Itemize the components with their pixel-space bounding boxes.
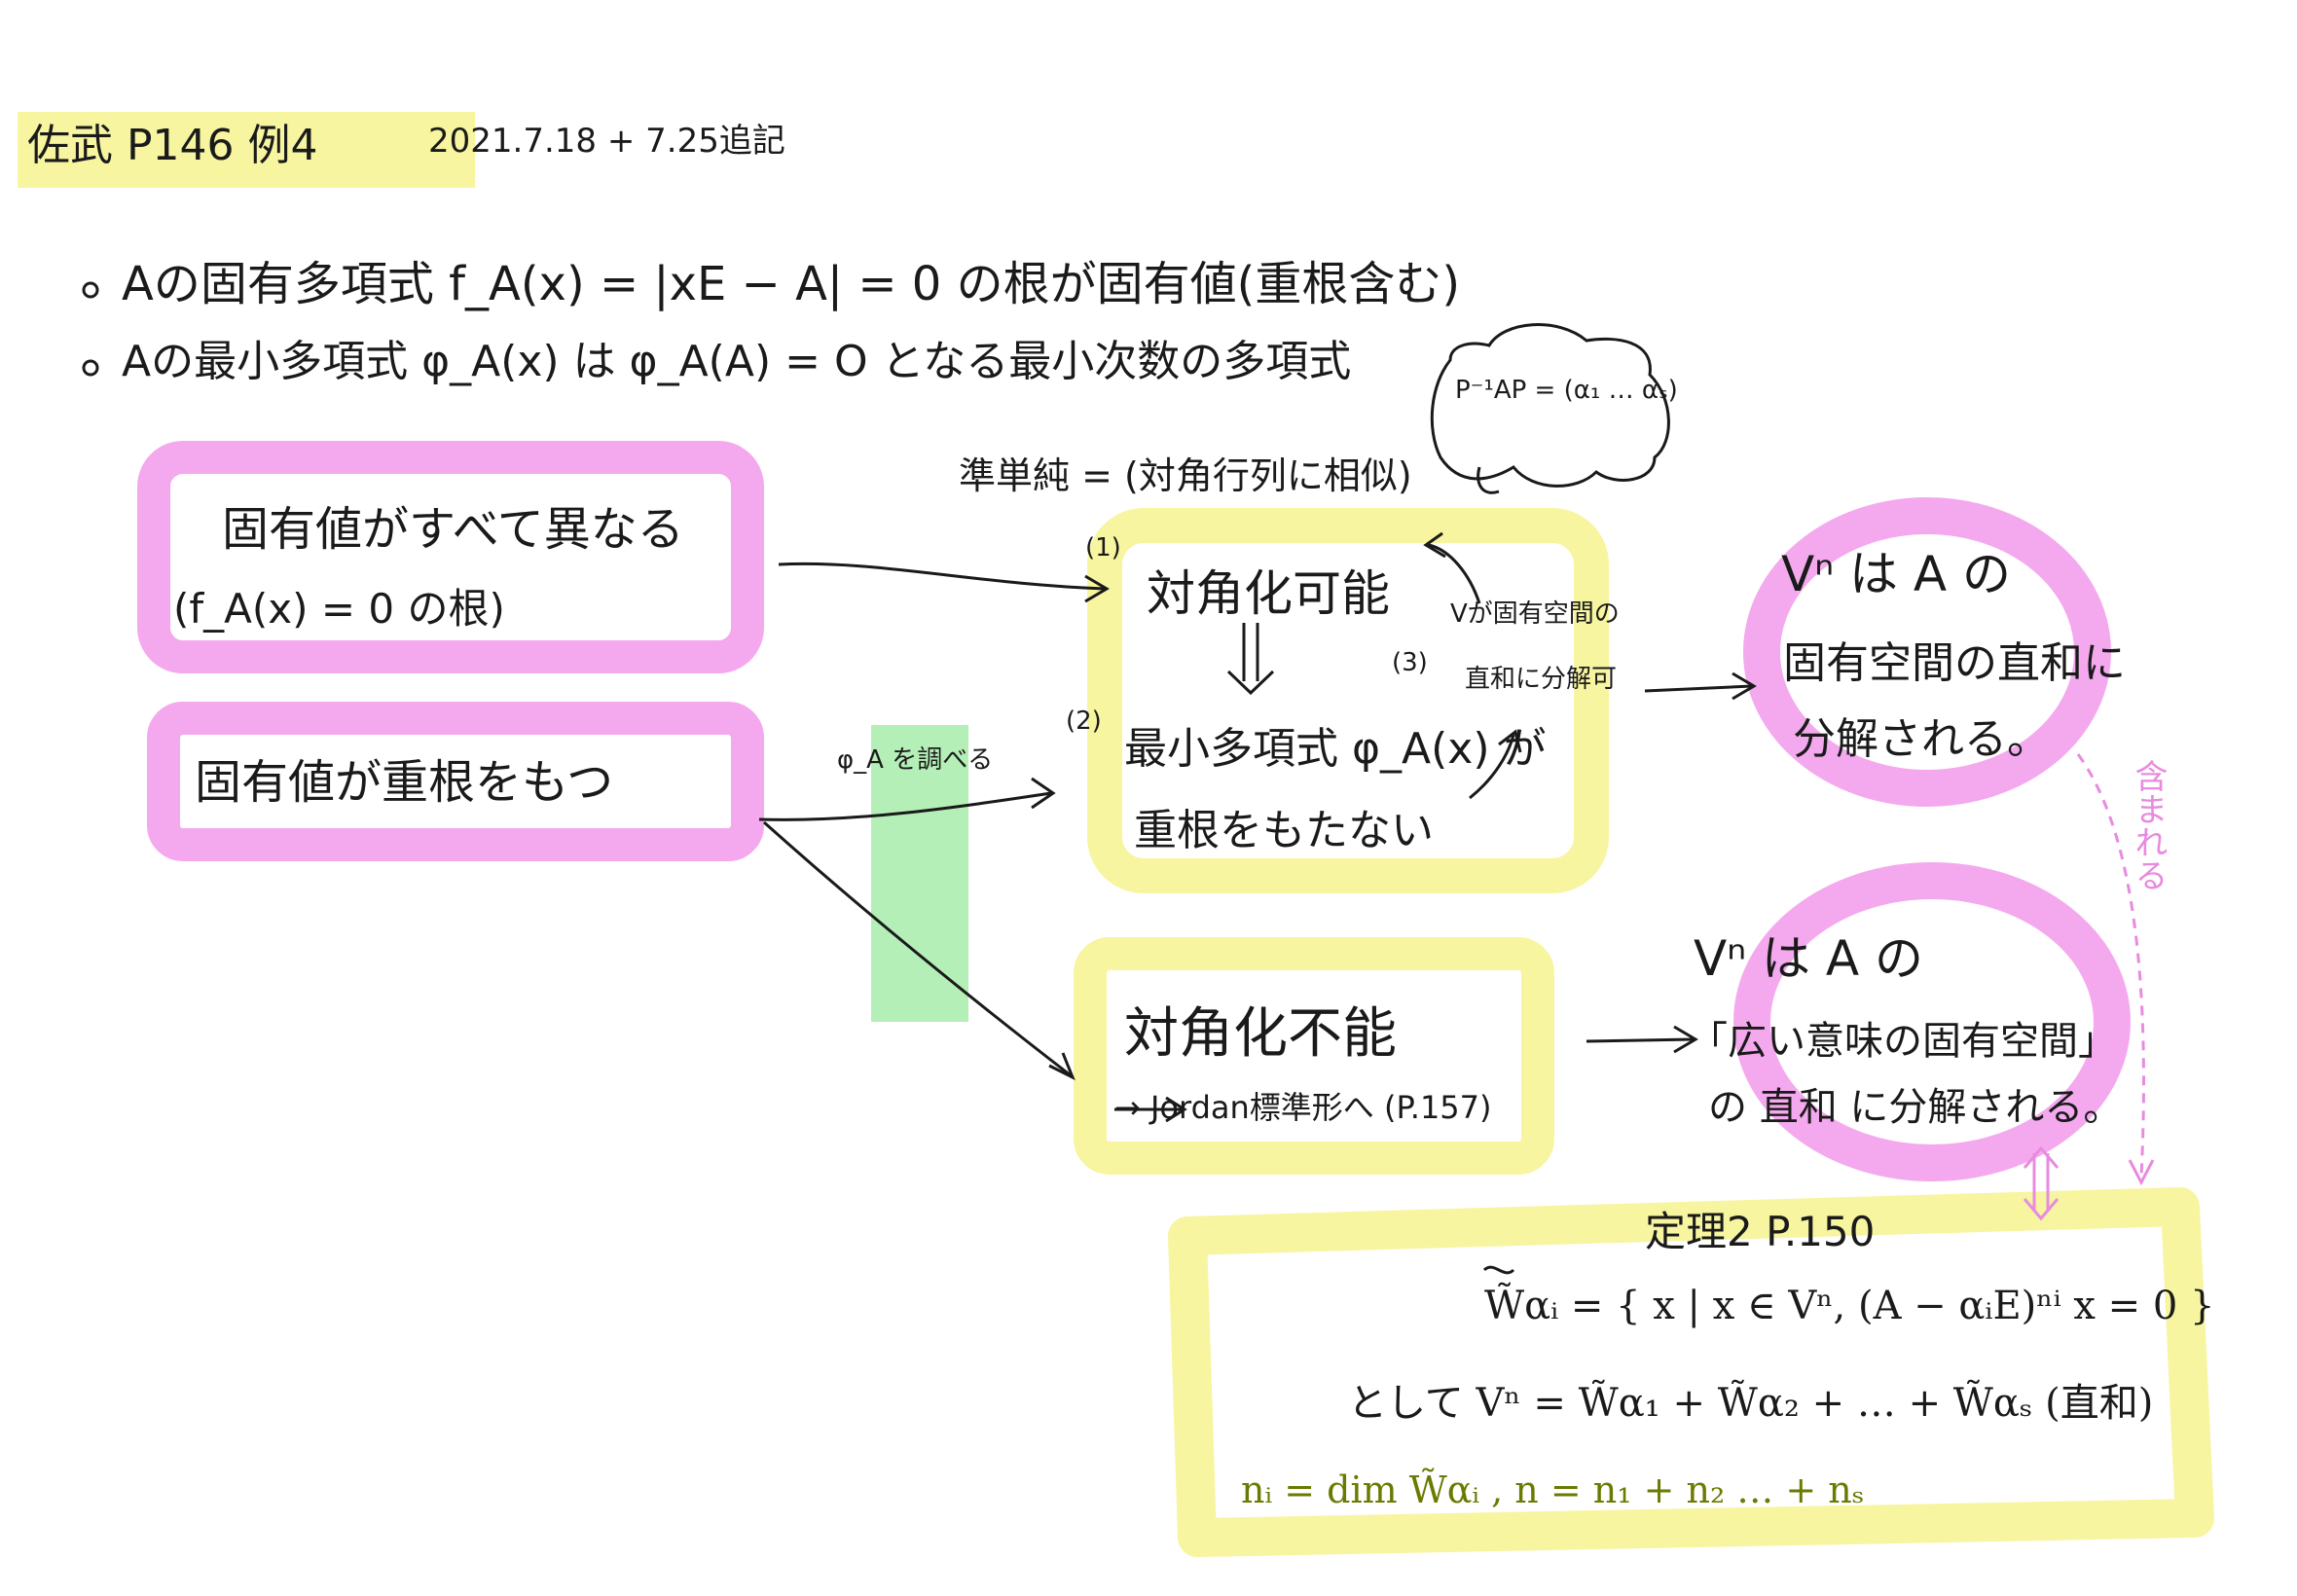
arrowhead-1 <box>1084 574 1110 603</box>
bubble-text: P⁻¹AP = (α₁ … αₛ) <box>1455 376 1678 405</box>
diag-item2-line1: 最小多項式 φ_A(x) が <box>1124 724 1547 774</box>
theorem-direct-sum: として Vⁿ = W̃α₁ + W̃α₂ + … + W̃αₛ (直和) <box>1348 1381 2154 1426</box>
result2-line3: の 直和 に分解される。 <box>1708 1085 2123 1130</box>
result2-line2: 「広い意味の固有空間」 <box>1689 1019 2117 1064</box>
diag-item3-line1: Vが固有空間の <box>1450 599 1620 629</box>
theorem-dims: nᵢ = dim W̃αᵢ , n = n₁ + n₂ … + nₛ <box>1241 1469 1865 1511</box>
pink-box-distinct <box>137 441 764 673</box>
bullet-dot-2 <box>82 359 99 377</box>
arrowhead-pink <box>2128 1159 2155 1186</box>
double-arrow-down <box>1226 623 1275 696</box>
yellow-box-diag <box>1087 508 1609 893</box>
result2-line1: Vⁿ は A の <box>1694 930 1924 987</box>
curve-arrow-2-to-3 <box>1469 734 1515 800</box>
green-highlight <box>871 725 968 1022</box>
thought-bubble <box>1430 323 1670 488</box>
pink-circle-result2 <box>1733 862 2131 1181</box>
curve-arrow-3-to-1 <box>1428 543 1481 604</box>
tilde-mark <box>1482 1265 1515 1275</box>
page-title: 佐武 P146 例4 <box>27 121 318 170</box>
arrow-nondiag-to-result2 <box>1586 1037 1695 1043</box>
arrow-repeated-to-diag <box>758 791 1052 821</box>
arrowhead-3 <box>1048 1052 1076 1081</box>
diag-item3-num: (3) <box>1392 648 1428 677</box>
bullet-dot-1 <box>82 281 99 299</box>
result1-line2: 固有空間の直和に <box>1783 638 2126 688</box>
semisimple-label: 準単純 = (対角行列に相似) <box>959 454 1412 497</box>
arrow-repeated-to-nondiag <box>762 820 1072 1077</box>
bullet-2-text: Aの最小多項式 φ_A(x) は φ_A(A) = O となる最小次数の多項式 <box>122 337 1352 386</box>
arrowhead-8 <box>1165 1096 1187 1123</box>
diag-item1: 対角化可能 <box>1147 565 1390 622</box>
theorem-definition: W̃αᵢ = { x | x ∈ Vⁿ, (A − αᵢE)ⁿⁱ x = 0 } <box>1484 1284 2215 1328</box>
arrowhead-6 <box>1732 671 1757 701</box>
nondiag-jordan: → Jordan標準形へ (P.157) <box>1114 1089 1492 1126</box>
side-note-included: 含まれる <box>2129 759 2168 891</box>
result1-line1: Vⁿ は A の <box>1781 546 2012 602</box>
pink-double-arrow <box>2023 1145 2060 1221</box>
result1-line3: 分解される。 <box>1793 714 2050 764</box>
nondiag-title: 対角化不能 <box>1124 1002 1397 1066</box>
diag-item1-num: (1) <box>1085 533 1121 562</box>
arrowhead-2 <box>1031 777 1056 810</box>
diag-item3-line2: 直和に分解可 <box>1465 665 1618 694</box>
arrow-distinct-to-diag <box>778 562 1106 591</box>
condition-repeated-line1: 固有値が重根をもつ <box>195 755 614 810</box>
bubble-tail <box>1477 466 1500 494</box>
condition-distinct-line2: (f_A(x) = 0 の根) <box>173 585 505 633</box>
bullet-1-text: Aの固有多項式 f_A(x) = |xE − A| = 0 の根が固有値(重根含… <box>122 257 1461 311</box>
yellow-box-theorem <box>1168 1187 2214 1557</box>
arrowhead-7 <box>1673 1025 1698 1054</box>
yellow-box-nondiag <box>1074 937 1554 1175</box>
check-phi-label: φ_A を調べる <box>837 745 994 775</box>
pink-box-repeated <box>147 702 764 861</box>
arrowhead-5 <box>1498 729 1522 753</box>
diag-item2-line2: 重根をもたない <box>1134 806 1434 855</box>
title-highlight <box>18 112 475 188</box>
arrow-diag-to-result1 <box>1644 684 1753 693</box>
arrowhead-4 <box>1423 531 1446 559</box>
pink-circle-result1 <box>1743 497 2111 807</box>
pink-dashed-curve <box>2076 753 2145 1179</box>
diag-item2-num: (2) <box>1066 707 1102 736</box>
theorem-title: 定理2 P.150 <box>1645 1208 1876 1255</box>
date-note: 2021.7.18 + 7.25追記 <box>428 122 785 161</box>
condition-distinct-line1: 固有値がすべて異なる <box>222 502 684 557</box>
